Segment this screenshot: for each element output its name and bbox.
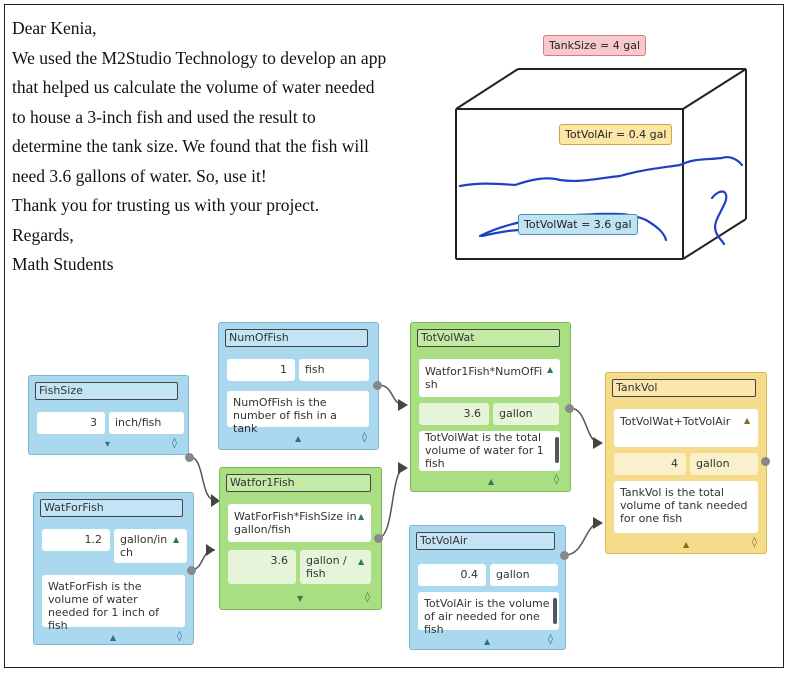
letter-line: that helped us calculate the volume of w… — [12, 77, 375, 97]
tank-drawing — [455, 68, 747, 260]
description-field[interactable]: TotVolAir is the volume of air needed fo… — [418, 592, 559, 636]
droplet-icon[interactable]: ◊ — [365, 592, 370, 603]
unit-line: fish — [306, 567, 326, 580]
formula-field[interactable]: TotVolWat+TotVolAir — [614, 409, 758, 447]
node-watfor1fish[interactable]: Watfor1Fish WatForFish*FishSize in gallo… — [219, 467, 382, 610]
connector-port[interactable] — [565, 404, 574, 413]
letter-line: determine the tank size. We found that t… — [12, 136, 369, 156]
node-title[interactable]: TotVolAir — [416, 532, 555, 550]
caret-up-icon[interactable]: ▲ — [488, 477, 495, 486]
value-field: 3.6 — [419, 403, 489, 425]
water-volume-tag: TotVolWat = 3.6 gal — [518, 214, 638, 235]
droplet-icon[interactable]: ◊ — [177, 631, 182, 642]
letter-line: Regards, — [12, 224, 74, 245]
node-watforfish[interactable]: WatForFish 1.2 gallon/in ch ▲ WatForFish… — [33, 492, 194, 645]
unit-line: ch — [120, 546, 134, 559]
caret-up-icon[interactable]: ▲ — [358, 512, 365, 521]
connector-port[interactable] — [761, 457, 770, 466]
node-title[interactable]: NumOfFish — [225, 329, 368, 347]
caret-up-icon[interactable]: ▲ — [358, 557, 365, 566]
connector-port[interactable] — [560, 551, 569, 560]
chevron-down-icon[interactable]: ▼ — [297, 594, 304, 603]
caret-up-icon[interactable]: ▲ — [173, 535, 180, 544]
node-title[interactable]: WatForFish — [40, 499, 183, 517]
unit-line: gallon/in — [120, 533, 168, 546]
droplet-icon[interactable]: ◊ — [554, 474, 559, 485]
description-field[interactable]: WatForFish is the volume of water needed… — [42, 575, 185, 632]
letter-line: need 3.6 gallons of water. So, use it! — [12, 165, 267, 186]
air-volume-tag: TotVolAir = 0.4 gal — [559, 124, 673, 145]
caret-up-icon[interactable]: ▲ — [295, 434, 302, 443]
unit-field[interactable]: fish — [299, 359, 369, 381]
caret-up-icon[interactable]: ▲ — [110, 633, 117, 642]
caret-up-icon[interactable]: ▲ — [547, 365, 554, 374]
connector-port[interactable] — [185, 453, 194, 462]
letter-line: Thank you for trusting us with your proj… — [12, 195, 320, 215]
node-title[interactable]: TankVol — [612, 379, 756, 397]
connector-port[interactable] — [374, 534, 383, 543]
formula-field[interactable]: Watfor1Fish*NumOfFi sh — [419, 359, 560, 397]
scrollbar[interactable] — [555, 437, 559, 463]
tank-size-tag: TankSize = 4 gal — [543, 35, 647, 56]
description-field[interactable]: TotVolWat is the total volume of water f… — [419, 431, 560, 471]
formula-field[interactable]: WatForFish*FishSize in gallon/fish — [228, 504, 371, 542]
value-field: 3.6 — [228, 550, 296, 584]
wire-arrowheads — [206, 399, 603, 556]
node-title[interactable]: FishSize — [35, 382, 178, 400]
chevron-down-icon[interactable]: ▾ — [105, 439, 111, 450]
caret-up-icon[interactable]: ▲ — [484, 637, 491, 646]
letter-line: Dear Kenia, — [12, 18, 97, 38]
caret-up-icon[interactable]: ▲ — [744, 416, 751, 425]
droplet-icon[interactable]: ◊ — [548, 634, 553, 645]
node-fishsize[interactable]: FishSize 3 inch/fish ▾ ◊ — [28, 375, 189, 455]
letter-line: We used the M2Studio Technology to devel… — [12, 47, 387, 68]
droplet-icon[interactable]: ◊ — [752, 537, 757, 548]
node-totvolwat[interactable]: TotVolWat Watfor1Fish*NumOfFi sh ▲ 3.6 g… — [410, 322, 571, 492]
droplet-icon[interactable]: ◊ — [362, 432, 367, 443]
connector-port[interactable] — [373, 381, 382, 390]
letter-line: Math Students — [12, 254, 114, 274]
unit-line: gallon / — [306, 554, 347, 567]
unit-field[interactable]: gallon — [490, 564, 558, 586]
node-title[interactable]: Watfor1Fish — [226, 474, 371, 492]
value-field[interactable]: 0.4 — [418, 564, 486, 586]
node-tankvol[interactable]: TankVol TotVolWat+TotVolAir ▲ 4 gallon T… — [605, 372, 767, 554]
unit-field[interactable]: gallon — [493, 403, 559, 425]
unit-field[interactable]: gallon / fish — [300, 550, 371, 584]
unit-field[interactable]: gallon/in ch — [114, 529, 187, 563]
unit-field[interactable]: gallon — [690, 453, 758, 475]
description-field[interactable]: NumOfFish is the number of fish in a tan… — [227, 391, 369, 435]
value-field[interactable]: 1 — [227, 359, 295, 381]
connector-port[interactable] — [187, 566, 196, 575]
description-field[interactable]: TankVol is the total volume of tank need… — [614, 481, 758, 533]
letter-text: Dear Kenia, We used the M2Studio Technol… — [12, 14, 386, 280]
value-field[interactable]: 3 — [37, 412, 105, 434]
letter-line: to house a 3-inch fish and used the resu… — [12, 106, 316, 127]
scrollbar[interactable] — [553, 598, 557, 624]
value-field: 4 — [614, 453, 686, 475]
node-title[interactable]: TotVolWat — [417, 329, 560, 347]
value-field[interactable]: 1.2 — [42, 529, 110, 551]
node-numoffish[interactable]: NumOfFish 1 fish NumOfFish is the number… — [218, 322, 379, 450]
caret-up-icon[interactable]: ▲ — [683, 540, 690, 549]
droplet-icon[interactable]: ◊ — [172, 438, 177, 449]
node-totvolair[interactable]: TotVolAir 0.4 gallon TotVolAir is the vo… — [409, 525, 566, 650]
unit-field[interactable]: inch/fish — [109, 412, 184, 434]
